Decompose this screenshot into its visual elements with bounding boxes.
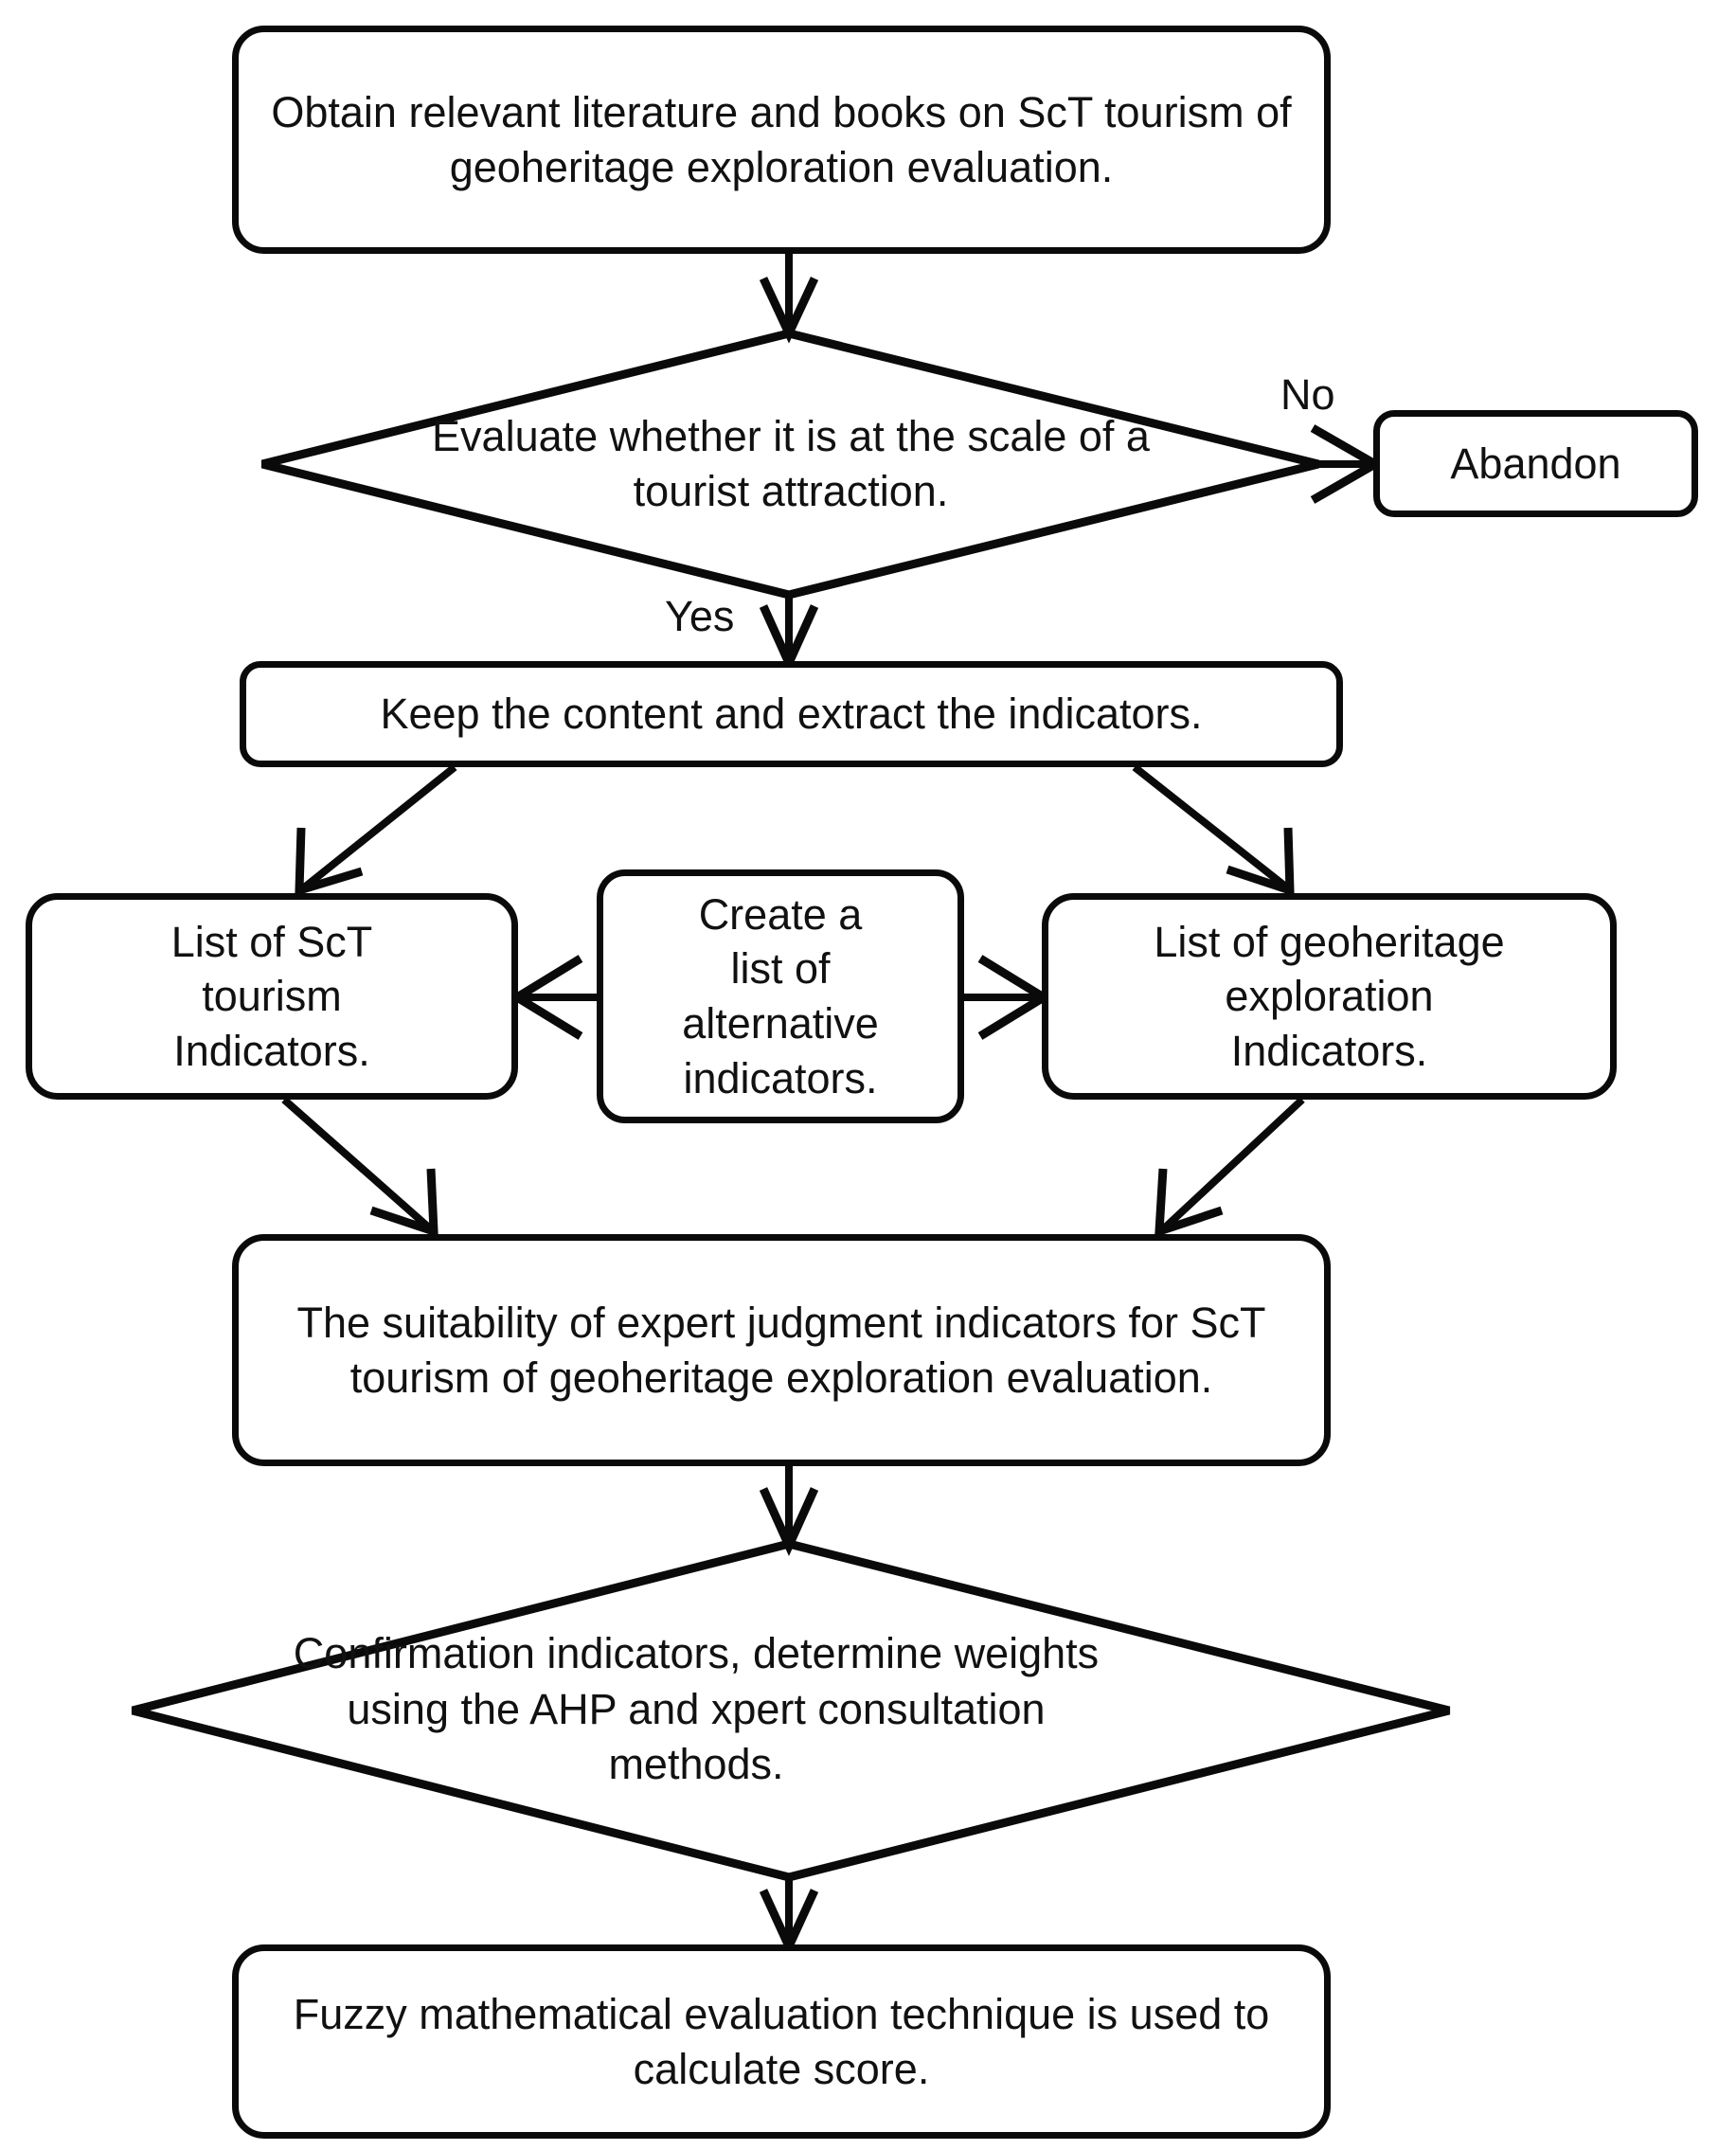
node-keep-content-label: Keep the content and extract the indicat… (380, 690, 1203, 739)
node-sct-tourism-indicators-label: List of ScT tourism Indicators. (170, 917, 373, 1075)
node-keep-content[interactable]: Keep the content and extract the indicat… (240, 661, 1343, 767)
edge-sct-list-to-suitability (281, 1097, 434, 1232)
decision-evaluate-scale-shape (260, 329, 1320, 600)
arrowhead-sct-list-to-suitability (369, 1168, 438, 1238)
node-geoheritage-exploration-indicators[interactable]: List of geoheritage exploration Indicato… (1042, 893, 1617, 1100)
arrowhead-suitability-to-confirmation (759, 1487, 819, 1556)
node-evaluate-scale-label: Evaluate whether it is at the scale of a… (432, 411, 1150, 516)
arrowhead-evaluate-to-abandon (1310, 424, 1385, 504)
node-expert-judgment-suitability-label: The suitability of expert judgment indic… (296, 1298, 1266, 1402)
node-alternative-indicators-label: Create a list of alternative indicators. (682, 889, 879, 1102)
edge-label-yes: Yes (665, 592, 735, 640)
arrowhead-literature-to-evaluate (759, 277, 819, 344)
arrowhead-keep-to-geo-list (1226, 827, 1295, 897)
arrowhead-alt-to-sct-list (509, 955, 583, 1040)
arrowhead-alt-to-geo-list (977, 955, 1052, 1040)
node-fuzzy-evaluation[interactable]: Fuzzy mathematical evaluation technique … (232, 1944, 1331, 2139)
node-expert-judgment-suitability[interactable]: The suitability of expert judgment indic… (232, 1234, 1331, 1466)
node-obtain-literature-label: Obtain relevant literature and books on … (271, 87, 1292, 191)
arrowhead-confirmation-to-fuzzy (759, 1889, 819, 1957)
node-obtain-literature[interactable]: Obtain relevant literature and books on … (232, 26, 1331, 254)
node-alternative-indicators[interactable]: Create a list of alternative indicators. (597, 869, 964, 1123)
arrowhead-geo-list-to-suitability (1154, 1168, 1224, 1238)
edge-keep-to-geo-list (1132, 763, 1291, 892)
edge-geo-list-to-suitability (1160, 1097, 1305, 1232)
node-abandon[interactable]: Abandon (1373, 410, 1698, 517)
node-abandon-label: Abandon (1450, 439, 1621, 488)
node-fuzzy-evaluation-label: Fuzzy mathematical evaluation technique … (293, 1989, 1270, 2093)
edge-keep-to-sct-list (300, 763, 457, 892)
decision-confirmation-shape (131, 1539, 1451, 1882)
node-sct-tourism-indicators[interactable]: List of ScT tourism Indicators. (26, 893, 518, 1100)
arrowhead-keep-to-sct-list (295, 827, 364, 897)
node-geoheritage-exploration-indicators-label: List of geoheritage exploration Indicato… (1154, 917, 1505, 1075)
arrowhead-evaluate-to-keep (759, 604, 819, 673)
edge-label-no: No (1280, 370, 1335, 419)
node-confirmation-indicators-label: Confirmation indicators, determine weigh… (293, 1629, 1100, 1789)
